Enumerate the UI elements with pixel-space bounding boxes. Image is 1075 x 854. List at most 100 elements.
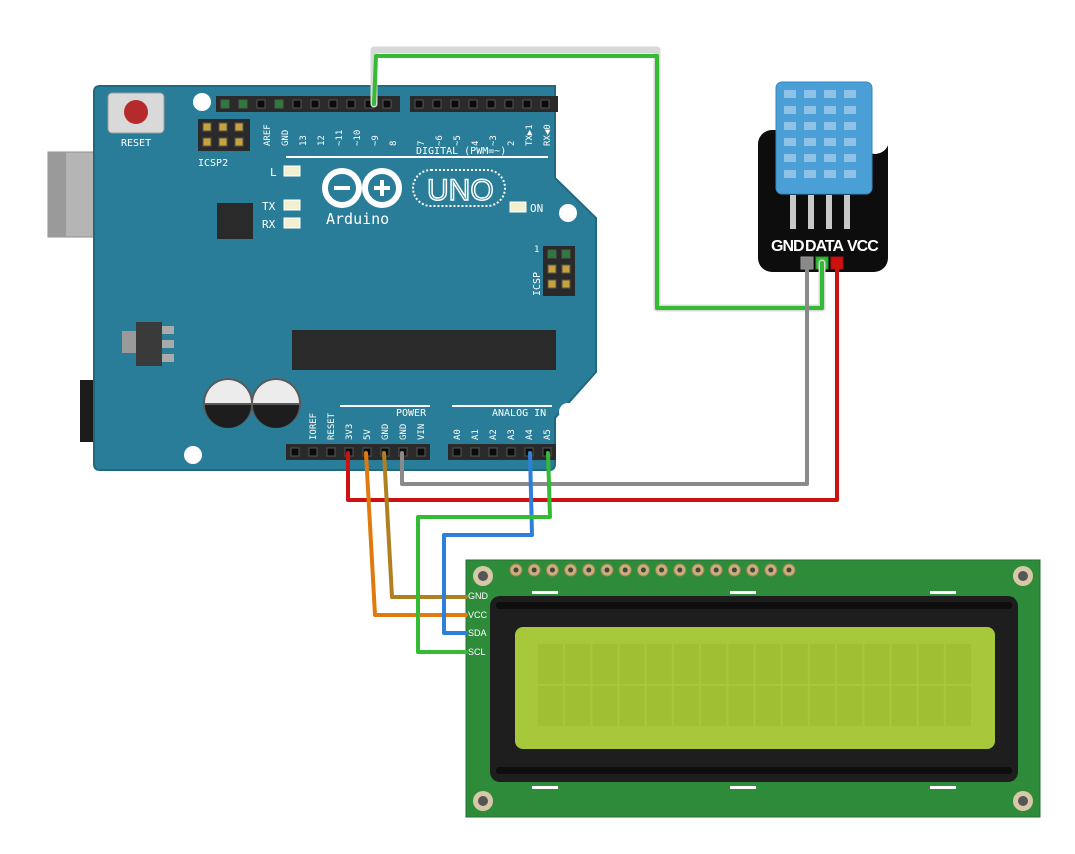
lcd-pin-label-vcc: VCC [468,610,488,620]
brand-label: Arduino [326,210,389,228]
digital-pin-label: TX▶1 [525,124,535,146]
power-pin-label: GND [381,424,391,440]
lcd-char-cell [592,644,618,684]
power-pin[interactable] [416,447,426,457]
dht-vent [824,154,836,162]
digital-pin[interactable] [328,99,338,109]
dht-vent [824,106,836,114]
icsp2-pin[interactable] [234,122,244,132]
wire-gnd-to-dht-gnd[interactable] [400,261,809,486]
lcd-char-cell [646,644,672,684]
lcd-char-cell [565,644,591,684]
dht-vent [844,106,856,114]
analog-pin[interactable] [452,447,462,457]
icsp-pin[interactable] [547,249,557,259]
dht-vent [824,138,836,146]
dht-vent [784,106,796,114]
uno-label: UNO [427,174,494,207]
usb-chip [217,203,253,239]
digital-pin-label: 12 [317,135,327,146]
icsp-pin[interactable] [547,279,557,289]
power-pin-label: 3V3 [345,424,355,440]
lcd-char-cell [728,686,754,726]
wire-5v-to-lcd-vcc[interactable] [364,451,468,617]
analog-pin-label: A1 [471,429,481,440]
power-pin[interactable] [290,447,300,457]
dht-pin-label-vcc: VCC [847,238,879,255]
power-pin-label: VIN [417,424,427,440]
dht-vent [804,154,816,162]
main-chip [292,330,556,370]
lcd-char-cell [782,644,808,684]
digital-pin[interactable] [274,99,284,109]
power-pin[interactable] [326,447,336,457]
digital-pin[interactable] [522,99,532,109]
lcd-char-cell [755,686,781,726]
icsp2-pin[interactable] [202,122,212,132]
digital-pin[interactable] [382,99,392,109]
digital-pin[interactable] [468,99,478,109]
icsp-pin[interactable] [561,249,571,259]
dht-vent [804,106,816,114]
dht-vent [844,154,856,162]
lcd-char-cell [565,686,591,726]
wire-a4-to-lcd-sda[interactable] [442,451,534,635]
digital-pin-label: ~5 [453,135,463,146]
digital-pin[interactable] [256,99,266,109]
dht-vent [824,170,836,178]
analog-pin[interactable] [506,447,516,457]
icsp-pin[interactable] [561,264,571,274]
led-on-label: ON [530,202,543,215]
board-pcb [93,85,597,471]
wire-d9-to-dht-data[interactable] [372,54,824,310]
digital-pin[interactable] [310,99,320,109]
wire-3v3-to-dht-vcc[interactable] [346,261,839,502]
lcd-char-cell [782,686,808,726]
icsp2-pin[interactable] [202,137,212,147]
led-tx [283,199,301,211]
lcd-char-cell [701,686,727,726]
icsp2-pin[interactable] [218,122,228,132]
lcd-char-cell [946,686,971,726]
dht-vent [784,138,796,146]
dht-vent [784,170,796,178]
lcd-char-cell [755,644,781,684]
lcd-character-grid [538,644,971,726]
icsp2-pin[interactable] [234,137,244,147]
lcd-char-cell [619,644,645,684]
digital-pin[interactable] [292,99,302,109]
power-pin[interactable] [308,447,318,457]
icsp-pin[interactable] [547,264,557,274]
mount-hole [559,204,577,222]
analog-pin[interactable] [470,447,480,457]
digital-pin[interactable] [540,99,550,109]
reset-button[interactable] [107,92,165,134]
digital-pin[interactable] [450,99,460,109]
digital-pin-label: 8 [389,141,399,146]
dht-vent [824,122,836,130]
icsp-pin[interactable] [561,279,571,289]
digital-pin[interactable] [346,99,356,109]
digital-pin[interactable] [432,99,442,109]
digital-pin[interactable] [504,99,514,109]
digital-pin[interactable] [238,99,248,109]
lcd-char-cell [918,686,944,726]
dht-vent [784,154,796,162]
digital-pin[interactable] [414,99,424,109]
wire-gnd-to-lcd-gnd[interactable] [382,451,468,599]
power-pin-label: IOREF [309,413,319,440]
lcd-char-cell [592,686,618,726]
analog-label: ANALOG IN [492,408,546,419]
dht-grille [784,90,856,178]
wire-a5-to-lcd-scl[interactable] [416,451,552,654]
lcd-pin-label-scl: SCL [468,647,486,657]
digital-pin[interactable] [220,99,230,109]
icsp2-pin[interactable] [218,137,228,147]
analog-pin[interactable] [488,447,498,457]
digital-pin[interactable] [486,99,496,109]
lcd-1602-module: GND VCC SDA SCL [465,559,1041,818]
digital-header-left [216,96,400,112]
lcd-char-cell [891,686,917,726]
